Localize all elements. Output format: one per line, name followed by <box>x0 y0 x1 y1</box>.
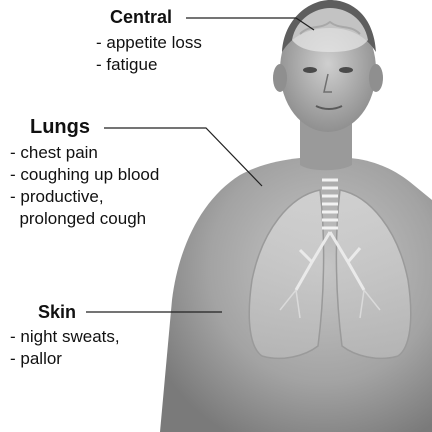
skin-item: - pallor <box>10 348 62 369</box>
central-item: - appetite loss <box>96 32 202 53</box>
lungs-item: - chest pain <box>10 142 98 163</box>
right-ear <box>369 64 383 92</box>
skin-title: Skin <box>38 302 76 323</box>
central-item: - fatigue <box>96 54 157 75</box>
lungs-title: Lungs <box>30 117 90 138</box>
lungs-item: - productive, <box>10 186 104 207</box>
left-ear <box>273 64 287 92</box>
lungs-item: - coughing up blood <box>10 164 159 185</box>
trachea <box>322 180 338 228</box>
central-title: Central <box>110 7 172 28</box>
skin-item: - night sweats, <box>10 326 120 347</box>
lungs-item: prolonged cough <box>10 208 146 229</box>
